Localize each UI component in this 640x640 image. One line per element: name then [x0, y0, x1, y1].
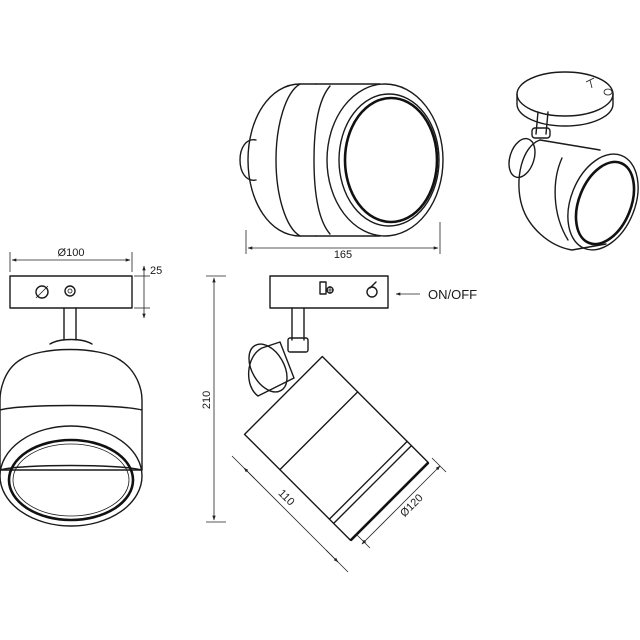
dim-top-width: 165	[334, 249, 352, 261]
dim-base-height: 25	[150, 265, 162, 277]
dim-base-diameter: Ø100	[58, 247, 85, 259]
top-view: 165	[239, 83, 444, 261]
switch-callout: ON/OFF	[428, 287, 477, 302]
dim-total-height: 210	[201, 391, 213, 409]
perspective-view	[508, 71, 639, 251]
dim-head-length: 110	[276, 487, 297, 508]
side-view: 210 ON/OFF 110	[201, 275, 477, 573]
dim-head-diameter: Ø120	[398, 492, 426, 520]
front-view: Ø100 25	[0, 247, 162, 527]
